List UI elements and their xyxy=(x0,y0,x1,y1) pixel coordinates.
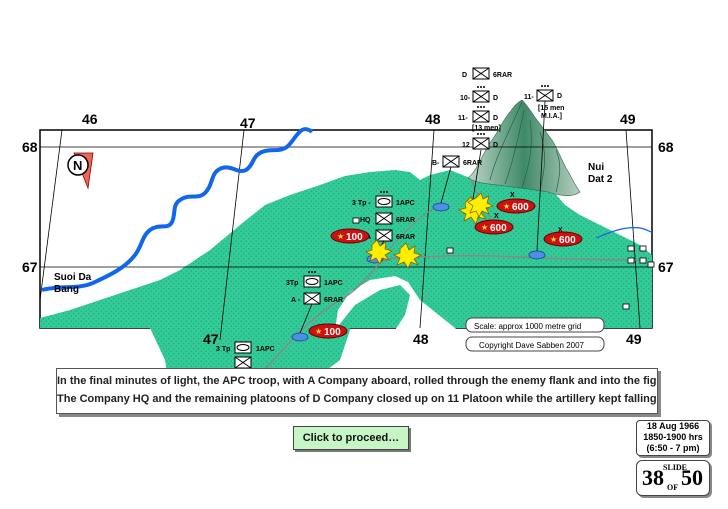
unit-label-hq-6rar: 6RAR xyxy=(396,217,415,224)
village-huts xyxy=(352,217,655,310)
enemy-star-3: ★ xyxy=(550,235,557,244)
unit-label-d-coy: D xyxy=(462,72,467,79)
unit-label-1apc-south: 1APC xyxy=(256,346,275,353)
north-arrow: N xyxy=(67,152,94,190)
unit-label-3tp-south: 3 Tp xyxy=(216,346,230,353)
slide-total: 50 xyxy=(681,465,703,490)
slide-of: OF xyxy=(667,483,679,492)
unit-label-11pl: 11- xyxy=(458,115,468,122)
unit-label-mia: M.I.A.] xyxy=(541,113,562,120)
enemy-mark-x-1: X xyxy=(510,192,515,199)
easting-label-49: 49 xyxy=(620,111,636,127)
river-east xyxy=(595,227,653,239)
unit-label-12pl: 12 xyxy=(462,142,470,149)
unit-label-d-coy-hq: 6RAR xyxy=(493,72,512,79)
northing-label-68-east: 68 xyxy=(658,139,674,155)
slide-counter: SLIDE 38 OF 50 xyxy=(636,460,710,496)
unit-label-10pl: 10- xyxy=(460,95,471,102)
track xyxy=(243,254,641,393)
unit-label-1apc-mid: 1APC xyxy=(324,280,343,287)
date-box: 18 Aug 1966 1850-1900 hrs (6:50 - 7 pm) xyxy=(636,420,710,456)
map-notes: Scale: approx 1000 metre grid Copyright … xyxy=(465,317,605,352)
northing-label-67: 67 xyxy=(22,259,38,275)
easting-label-46: 46 xyxy=(82,111,98,127)
easting-label-47-south: 47 xyxy=(203,331,219,347)
date-time-pm: (6:50 - 7 pm) xyxy=(646,443,700,453)
grid-lines xyxy=(39,129,652,341)
unit-label-10pl-d: D xyxy=(493,95,498,102)
date-day: 18 Aug 1966 xyxy=(646,421,700,431)
unit-label-11pl-mia-d: D xyxy=(557,93,562,100)
caption-line-2: The Company HQ and the remaining platoon… xyxy=(57,393,657,405)
easting-label-47: 47 xyxy=(240,115,256,131)
date-time: 1850-1900 hrs xyxy=(643,432,703,442)
enemy-star-5: ★ xyxy=(315,327,322,336)
northing-label-68: 68 xyxy=(22,139,38,155)
enemy-markers: ★ ★ ★ ★ ★ 600 600 600 100 100 xyxy=(308,198,583,339)
explosions xyxy=(364,192,495,269)
proceed-button[interactable]: Click to proceed… xyxy=(293,426,409,450)
slide-word: SLIDE xyxy=(663,463,688,472)
caption-box: In the final minutes of light, the APC t… xyxy=(56,368,658,414)
unit-label-3tp-mid: 3Tp xyxy=(286,280,298,287)
river-main xyxy=(41,127,314,292)
unit-label-b-coy-hq: 6RAR xyxy=(463,160,482,167)
unit-label-a-coy-top-6rar: 6RAR xyxy=(396,234,415,241)
enemy-strength-600-a: 600 xyxy=(512,202,529,213)
place-suoi-da-1: Suoi Da xyxy=(54,272,92,283)
unit-label-3tp-north: 3 Tp - xyxy=(352,200,371,207)
unit-label-a-coy-mid: A - xyxy=(291,297,301,304)
clearing xyxy=(335,276,460,372)
easting-label-49-south: 49 xyxy=(626,331,642,347)
slide-current: 38 xyxy=(642,465,664,490)
copyright-label: Copyright Dave Sabben 2007 xyxy=(479,341,585,350)
enemy-star-4: ★ xyxy=(337,232,344,241)
caption-line-1: In the final minutes of light, the APC t… xyxy=(57,375,657,387)
echelon-dots xyxy=(308,85,549,273)
unit-label-13-men: [13 men] xyxy=(472,125,501,132)
place-nui-dat-1: Nui xyxy=(588,162,604,173)
unit-label-a-coy-mid-6rar: 6RAR xyxy=(324,297,343,304)
unit-label-1apc-north: 1APC xyxy=(396,200,415,207)
enemy-strength-600-b: 600 xyxy=(490,223,507,234)
unit-label-11pl-d: D xyxy=(493,115,498,122)
unit-label-hq: HQ xyxy=(360,217,371,224)
place-suoi-da-2: Bang xyxy=(54,284,79,295)
enemy-strength-100-b: 100 xyxy=(324,327,341,338)
enemy-star-1: ★ xyxy=(503,202,510,211)
hills xyxy=(467,99,581,197)
enemy-mark-x-3: X xyxy=(558,227,563,234)
enemy-strength-100-a: 100 xyxy=(346,232,363,243)
enemy-mark-x-2: X xyxy=(494,213,499,220)
unit-label-15-men: [15 men xyxy=(538,105,564,112)
unit-label-11pl-mia: 11- xyxy=(524,94,534,101)
enemy-star-2: ★ xyxy=(481,223,488,232)
north-label: N xyxy=(73,158,82,173)
unit-label-b-coy: B- xyxy=(432,160,440,167)
unit-label-12pl-d: D xyxy=(493,142,498,149)
jungle-area-south xyxy=(150,282,350,392)
enemy-strength-600-c: 600 xyxy=(559,235,576,246)
easting-label-48-south: 48 xyxy=(413,331,429,347)
easting-label-48: 48 xyxy=(425,111,441,127)
scale-label: Scale: approx 1000 metre grid xyxy=(474,322,581,331)
northing-label-67-east: 67 xyxy=(658,259,674,275)
hill-ridge-lines xyxy=(489,101,561,193)
place-nui-dat-2: Dat 2 xyxy=(588,174,613,185)
unit-symbols xyxy=(234,67,554,369)
